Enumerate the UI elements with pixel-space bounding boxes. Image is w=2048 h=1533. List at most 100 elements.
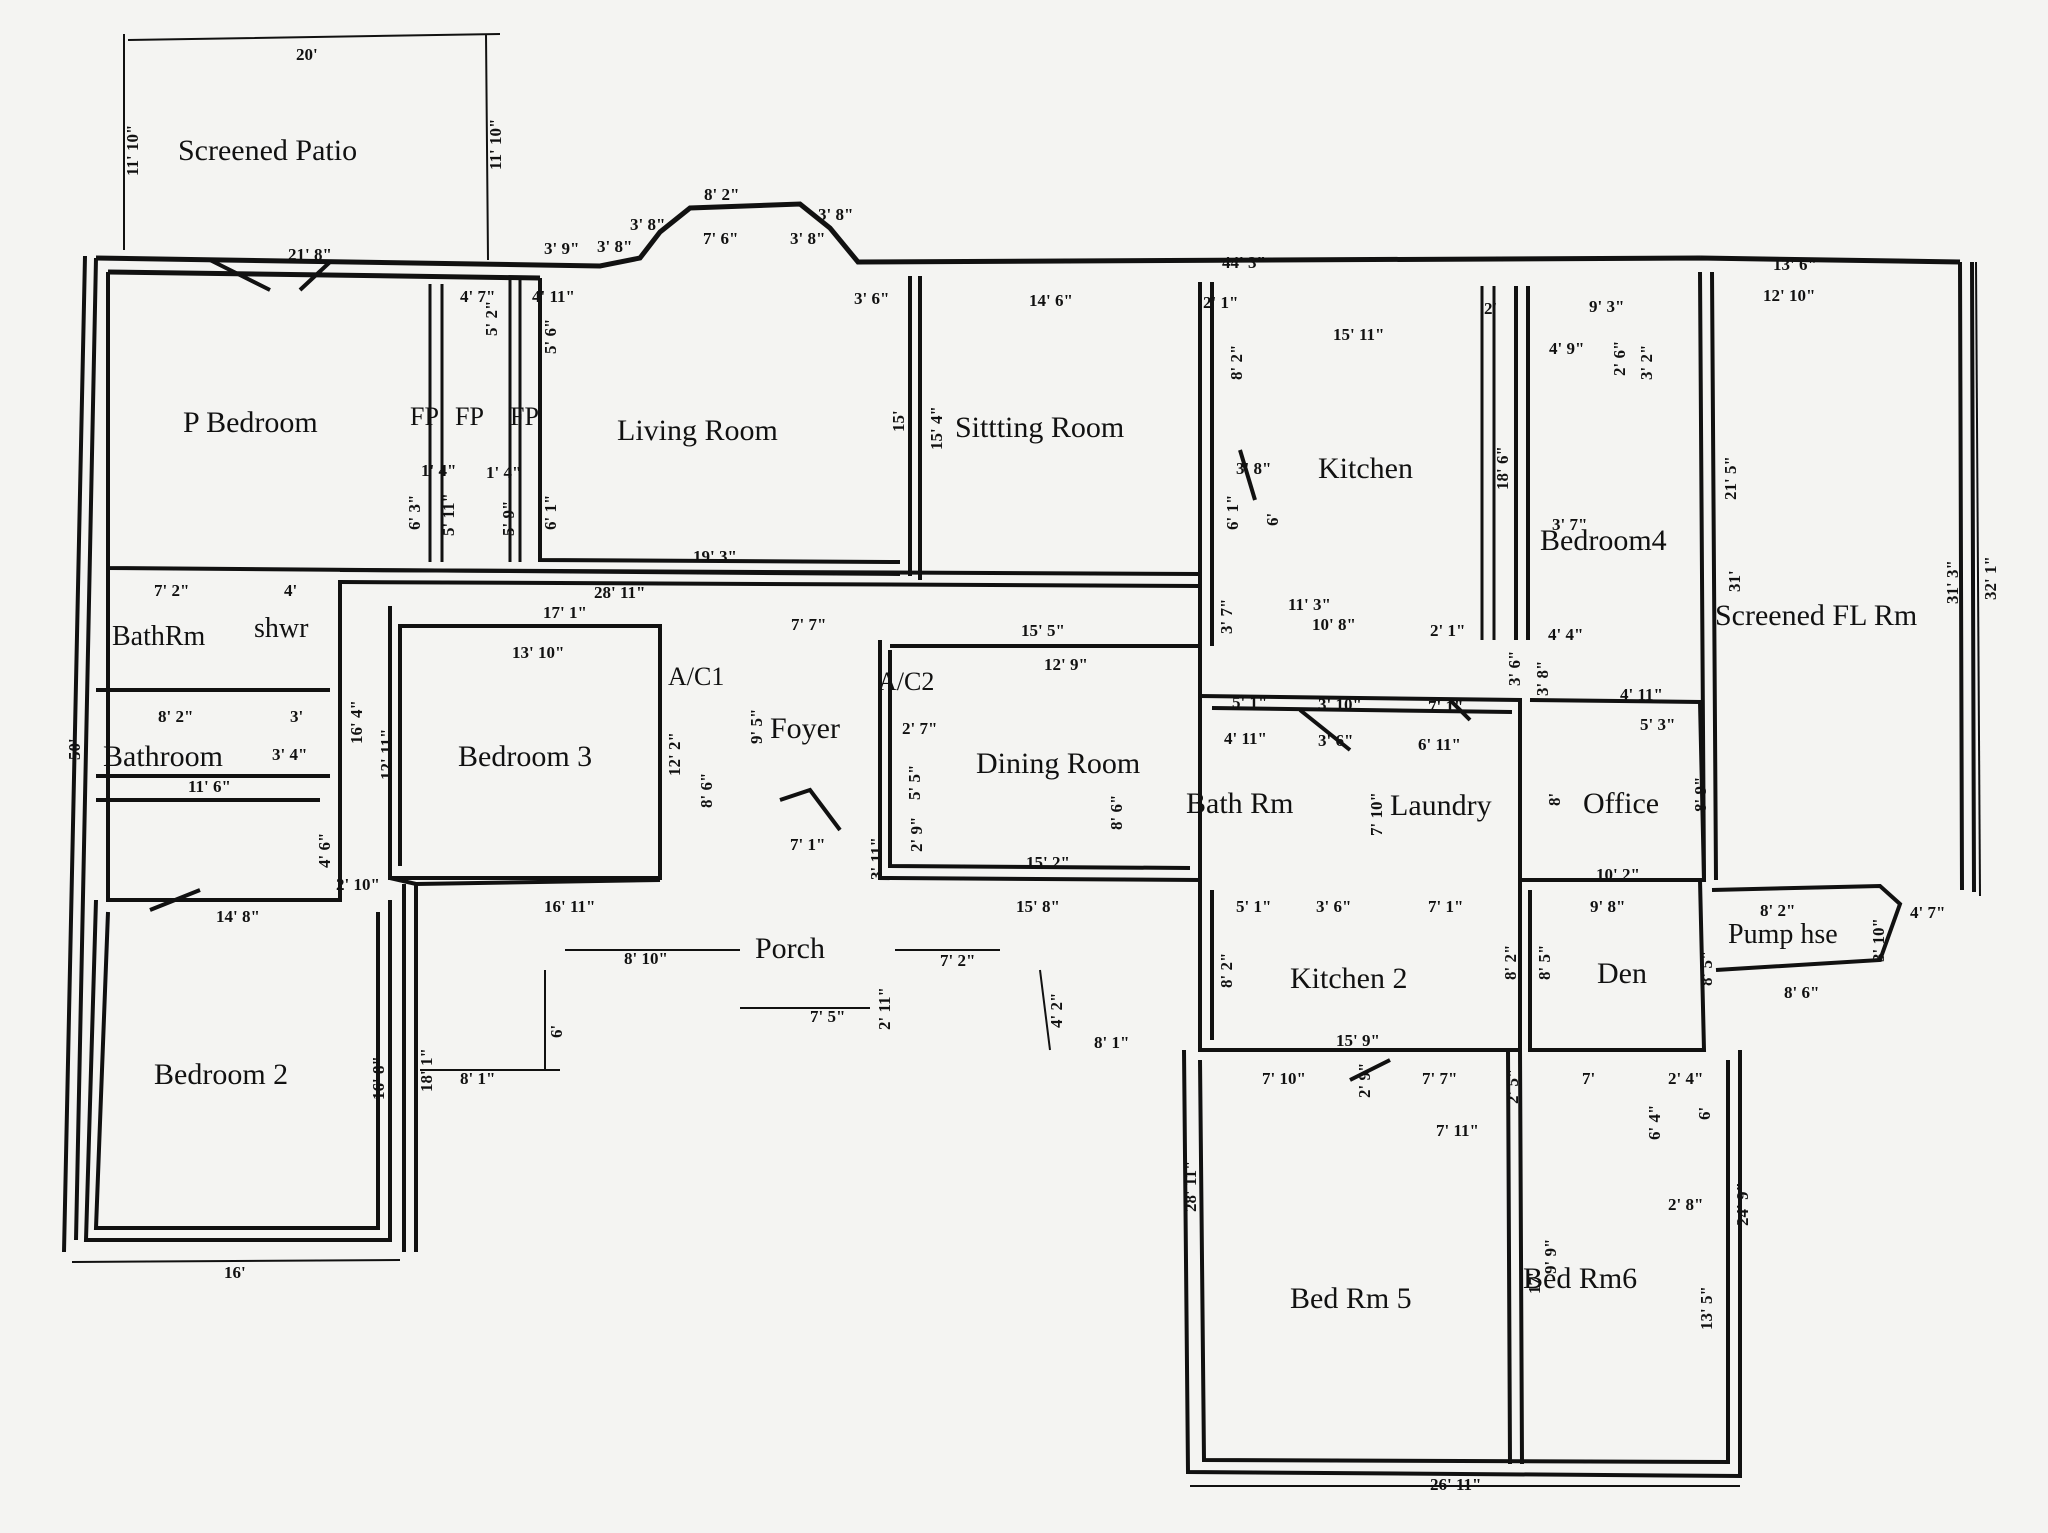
dim-label: 21' 5" <box>1721 456 1740 500</box>
dim-label: 3' 6" <box>854 289 889 308</box>
dim-label: 4' 6" <box>315 833 334 868</box>
dim-label: 9' 8" <box>1590 897 1625 916</box>
dim-label: 11' 10" <box>486 119 505 170</box>
dim-label: 6' <box>1695 1107 1714 1120</box>
dim-label: 26' 11" <box>1430 1475 1481 1494</box>
dim-label: 7' 2" <box>154 581 189 600</box>
dim-label: 9' 5" <box>747 709 766 744</box>
dim-label: 5' 3" <box>1640 715 1675 734</box>
wall-se-outer <box>1182 1049 1742 1479</box>
dim-label: 4' <box>284 581 297 600</box>
dim-label: 16' 4" <box>347 700 366 744</box>
dim-label: 5' 1" <box>1236 897 1271 916</box>
dim-label: 13' 10" <box>512 643 564 662</box>
dim-label: 8' 9" <box>1691 777 1710 812</box>
room-screened-fl-rm: Screened FL Rm <box>1715 599 1917 632</box>
dim-label: 2' 9" <box>907 817 926 852</box>
dim-label: 6' <box>547 1025 566 1038</box>
dim-label: 7' 10" <box>1262 1069 1306 1088</box>
dim-label: 5' 5" <box>905 765 924 800</box>
dim-label: 3' 7" <box>1217 599 1236 634</box>
room-sitting-room: Sittting Room <box>955 411 1124 444</box>
wall-bed3-bottom <box>389 876 661 887</box>
dim-label: 2' 7" <box>902 719 937 738</box>
dim-label: 20' <box>296 45 318 64</box>
dim-label: 12' 9" <box>1044 655 1088 674</box>
dim-label: 32' 1" <box>1981 556 2000 600</box>
dim-label: 6' 4" <box>1645 1105 1664 1140</box>
room-bedroom4: Bedroom4 <box>1540 524 1667 557</box>
dim-label: 12' 11" <box>377 729 396 780</box>
dim-label: 7' 5" <box>810 1007 845 1026</box>
dim-label: 16' <box>224 1263 246 1282</box>
room-bedroom2: Bedroom 2 <box>154 1058 288 1091</box>
dim-label: 15' 11" <box>1333 325 1384 344</box>
wall-kitchen-left <box>1198 282 1214 646</box>
dim-label: 8' 2" <box>1501 945 1520 980</box>
wall-screened-east <box>1958 261 1976 893</box>
dim-label: 3' 4" <box>272 745 307 764</box>
dim-label: 2' 9" <box>1355 1063 1374 1098</box>
dim-label: 3' 6" <box>1318 731 1353 750</box>
dim-label: 28' 11" <box>594 583 645 602</box>
dim-label: 2' <box>1484 299 1497 318</box>
dim-label: 11' 10" <box>123 125 142 176</box>
dim-label: 5' 11" <box>439 493 458 536</box>
dim-label: 14' 8" <box>216 907 260 926</box>
dim-label: 3' 7" <box>1552 515 1587 534</box>
dim-label: 3' 8" <box>818 205 853 224</box>
dim-label: 2' 5" <box>1503 1069 1522 1104</box>
dim-label: 2' 4" <box>1668 1069 1703 1088</box>
dim-label: 3' 10" <box>1318 695 1362 714</box>
dim-label: 2' 8" <box>1668 1195 1703 1214</box>
wall-bed2 <box>83 899 392 1242</box>
dim-label: 7' 7" <box>791 615 826 634</box>
dim-label: 21' 8" <box>288 245 332 264</box>
dim-label: 4' 9" <box>1549 339 1584 358</box>
dim-label: 2' 1" <box>1203 293 1238 312</box>
dim-label: 2' 11" <box>875 987 894 1030</box>
wall-living-bottom <box>538 278 901 564</box>
dim-label: 6' 11" <box>1418 735 1461 754</box>
dim-label: 14' 6" <box>1029 291 1073 310</box>
room-pump-hse: Pump hse <box>1728 919 1838 950</box>
wall-bed3 <box>388 606 662 880</box>
wall-pbed-closet <box>428 280 522 562</box>
dim-label: 9' 9" <box>1541 1239 1560 1274</box>
dim-label: 17' 1" <box>543 603 587 622</box>
wall-kitchen-right <box>1480 286 1496 640</box>
room-kitchen2: Kitchen 2 <box>1290 962 1407 995</box>
dim-label: 6' <box>1263 513 1282 526</box>
dim-label: 8' 6" <box>1784 983 1819 1002</box>
dim-label: 12' 2" <box>665 732 684 776</box>
dim-label: 50' <box>65 738 84 760</box>
dim-label: 4' 7" <box>460 287 495 306</box>
dim-label: 7' 7" <box>1422 1069 1457 1088</box>
dim-label: 28' 11" <box>1181 1161 1200 1212</box>
dim-label: 3' 9" <box>544 239 579 258</box>
room-bathrm: BathRm <box>112 621 206 652</box>
dim-label: 8' 10" <box>624 949 668 968</box>
room-bath-rm: Bath Rm <box>1186 787 1294 820</box>
dim-label: 4' 2" <box>1047 993 1066 1028</box>
dim-label: 15' 9" <box>1336 1031 1380 1050</box>
wall-north-west <box>95 201 1961 281</box>
dim-label: 4' 11" <box>532 287 575 306</box>
dim-label: 3' 8" <box>597 237 632 256</box>
wall-screened-east-outer <box>1975 261 1981 897</box>
dim-label: 15' 8" <box>1016 897 1060 916</box>
dim-label: 9' 3" <box>1589 297 1624 316</box>
dim-label: 8' 5" <box>1535 945 1554 980</box>
room-shwr: shwr <box>254 613 309 644</box>
wall-mid-corridor <box>339 568 1201 588</box>
dim-label: 7' <box>1582 1069 1595 1088</box>
dim-label: 2' 1" <box>1430 621 1465 640</box>
door-swings <box>149 258 1472 1082</box>
room-bathroom: Bathroom <box>103 740 223 773</box>
dim-label: 15' <box>889 410 908 432</box>
wall-pumphouse <box>1711 883 1903 972</box>
wall-bedrm-divider <box>1506 1049 1524 1465</box>
dim-label: 2' 10" <box>336 875 380 894</box>
dim-label: 13' 5" <box>1697 1286 1716 1330</box>
dim-label: 31' 3" <box>1943 560 1962 604</box>
